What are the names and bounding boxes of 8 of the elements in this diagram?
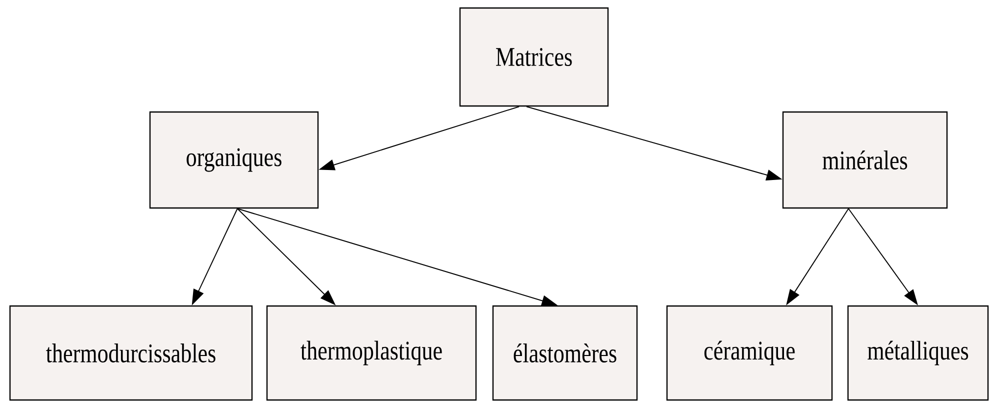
box: Matrices	[459, 7, 609, 107]
box: thermodurcissables	[9, 305, 253, 401]
box: céramique	[666, 305, 833, 401]
box: métalliques	[847, 305, 989, 401]
box: organiques	[149, 111, 319, 209]
box: élastomères	[492, 305, 638, 401]
box: minérales	[782, 111, 948, 209]
box: thermoplastique	[266, 305, 477, 401]
